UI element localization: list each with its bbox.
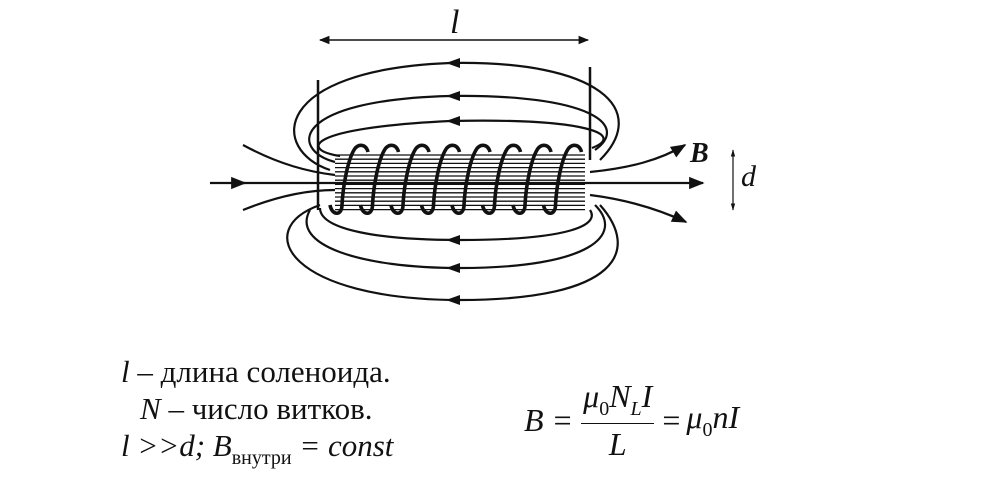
length-label: l	[450, 4, 460, 41]
note-length: l – длина соленоида.	[121, 354, 391, 389]
diameter-label: d	[741, 160, 756, 193]
coil-turn	[328, 143, 370, 215]
field-formula: B = μ0NLI L = μ0nI	[524, 378, 740, 462]
solenoid-field-diagram	[210, 35, 736, 305]
solenoid-core	[335, 154, 585, 211]
note-turns: N – число витков.	[140, 391, 373, 426]
coil-turn	[389, 143, 431, 215]
field-label: B	[690, 138, 709, 169]
coil-turn	[450, 143, 492, 215]
coil-turn	[358, 143, 401, 215]
coil-turn	[541, 143, 584, 215]
field-line-left-lower	[242, 188, 336, 212]
field-line-left-upper	[242, 144, 336, 177]
field-line-bottom-outer	[286, 203, 619, 302]
coil-turn	[480, 143, 523, 215]
field-line-top-inner	[317, 119, 605, 158]
coil-turn	[419, 143, 462, 215]
field-line-top-outer	[293, 61, 620, 172]
solenoid-coil	[328, 143, 584, 215]
field-line-right-upper	[589, 144, 687, 174]
coil-turn	[511, 143, 553, 215]
field-line-right-lower	[589, 193, 688, 223]
note-condition: l >>d; Bвнутри = const	[121, 428, 394, 469]
fraction: μ0NLI L	[581, 378, 655, 462]
